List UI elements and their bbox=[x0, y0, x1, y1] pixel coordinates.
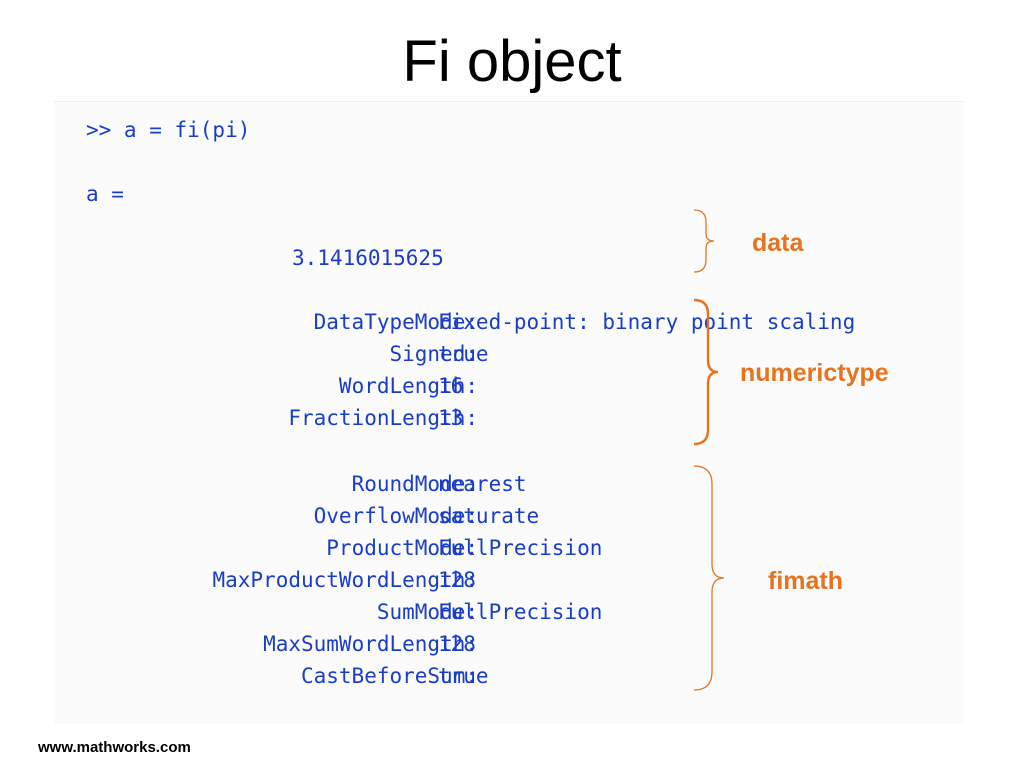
property-value: saturate bbox=[438, 504, 540, 528]
property-value: true bbox=[438, 664, 489, 688]
console-value: 3.1416015625 bbox=[292, 246, 444, 270]
property-value: 16 bbox=[438, 374, 464, 398]
property-value: FullPrecision bbox=[438, 536, 603, 560]
property-name: MaxProductWordLength: bbox=[212, 568, 478, 592]
property-name: ProductMode: bbox=[326, 536, 478, 560]
annotation-data-label: data bbox=[752, 229, 804, 257]
property-name: CastBeforeSum: bbox=[300, 664, 478, 688]
property-name: MaxSumWordLength: bbox=[263, 632, 478, 656]
property-name: RoundMode: bbox=[351, 472, 478, 496]
numerictype-brace-icon bbox=[693, 298, 719, 446]
property-name: WordLength: bbox=[338, 374, 478, 398]
property-value: FullPrecision bbox=[438, 600, 603, 624]
property-value: 13 bbox=[438, 406, 464, 430]
property-name: DataTypeMode: bbox=[313, 310, 478, 334]
slide-title: Fi object bbox=[402, 29, 622, 94]
property-value: nearest bbox=[438, 472, 527, 496]
property-name: SumMode: bbox=[376, 600, 478, 624]
footer-source-url: www.mathworks.com bbox=[38, 739, 191, 756]
property-name: OverflowMode: bbox=[313, 504, 478, 528]
fimath-brace-icon bbox=[693, 465, 725, 691]
fimath-property-names: RoundMode: OverflowMode: ProductMode: Ma… bbox=[54, 102, 478, 724]
property-name: Signed: bbox=[389, 342, 478, 366]
property-value: 128 bbox=[438, 568, 476, 592]
property-value: 128 bbox=[438, 632, 476, 656]
console-assignment: a = bbox=[86, 182, 124, 206]
property-name: FractionLength: bbox=[288, 406, 478, 430]
console-command: >> a = fi(pi) bbox=[86, 118, 251, 142]
annotation-fimath-label: fimath bbox=[768, 567, 843, 595]
numerictype-property-names: DataTypeMode: Signed: WordLength: Fracti… bbox=[54, 102, 478, 724]
property-value: Fixed-point: binary point scaling bbox=[438, 310, 856, 334]
annotation-numerictype-label: numerictype bbox=[740, 359, 889, 387]
property-value: true bbox=[438, 342, 489, 366]
data-brace-icon bbox=[693, 209, 715, 273]
matlab-console-output: >> a = fi(pi) a = 3.1416015625 DataTypeM… bbox=[54, 101, 964, 724]
